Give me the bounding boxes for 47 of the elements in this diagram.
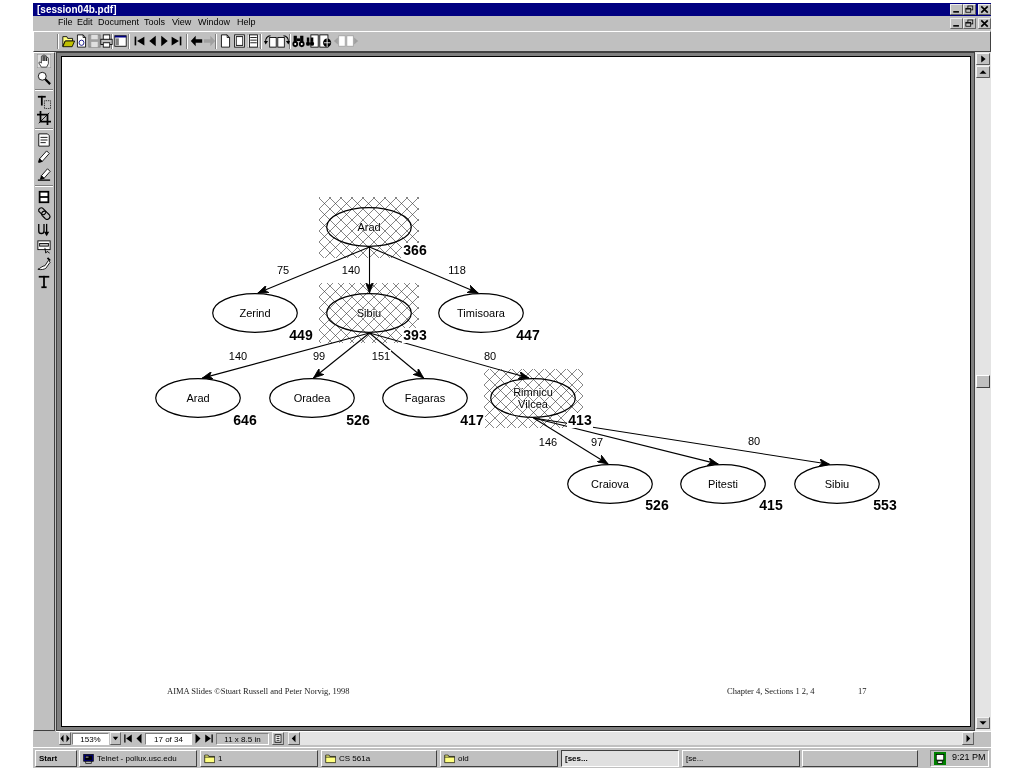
taskbar-button: [se...: [682, 750, 800, 767]
zoom-field: 153%: [72, 733, 109, 745]
city-name: Arad: [357, 221, 381, 233]
taskbar-button: old: [440, 750, 558, 767]
edge-label: 146: [537, 436, 559, 448]
menu-item: Document: [98, 18, 140, 28]
menu-item: View: [172, 18, 192, 28]
window-title: [session04b.pdf]: [37, 4, 117, 15]
page-size-field: 11 x 8.5 in: [216, 733, 269, 745]
footer-text: Chapter 4, Sections 1 2, 4: [727, 687, 815, 697]
arrow: [201, 332, 371, 380]
arrow: [532, 417, 609, 465]
city-name: Fagaras: [404, 392, 446, 404]
taskbar-button: Telnet - pollux.usc.edu: [79, 750, 197, 767]
city-name: Oradea: [293, 392, 331, 404]
ellipse-node: [326, 207, 412, 247]
page-number-field: 17 of 34: [145, 733, 192, 745]
arrow: [312, 332, 371, 379]
arrow: [368, 332, 530, 380]
arrow: [257, 246, 371, 294]
arrow: [365, 246, 374, 294]
footer-text: AIMA Slides ©Stuart Russell and Peter Norvig, 1998: [167, 687, 350, 697]
city-name: Rimnicu Vilcea: [512, 386, 554, 410]
taskbar-button: CS 561a: [321, 750, 437, 767]
city-name: Arad: [186, 392, 210, 404]
menu-item: File: [58, 18, 73, 28]
city-name: Sibiu: [356, 307, 382, 319]
city-name: Craiova: [591, 478, 629, 490]
arrow: [368, 332, 425, 379]
edge-label: 140: [340, 264, 362, 276]
arrow: [368, 246, 479, 294]
page-number: 17: [858, 687, 867, 697]
start-button: Start: [35, 750, 77, 767]
city-name: Zerind: [239, 307, 271, 319]
edge-label: 118: [447, 264, 467, 276]
menu-item: Window: [198, 18, 230, 28]
edge-label: 140: [227, 350, 249, 362]
clock: 9:21 PM: [952, 753, 986, 763]
edge-label: 151: [370, 350, 392, 362]
city-name: Pitesti: [708, 478, 738, 490]
taskbar-button: 1: [200, 750, 318, 767]
city-name: Timisoara: [457, 307, 505, 319]
menu-item: Edit: [77, 18, 93, 28]
menu-item: Tools: [144, 18, 165, 28]
taskbar-button: [ses...: [561, 750, 679, 767]
city-name: Sibiu: [824, 478, 850, 490]
menu-item: Help: [237, 18, 256, 28]
